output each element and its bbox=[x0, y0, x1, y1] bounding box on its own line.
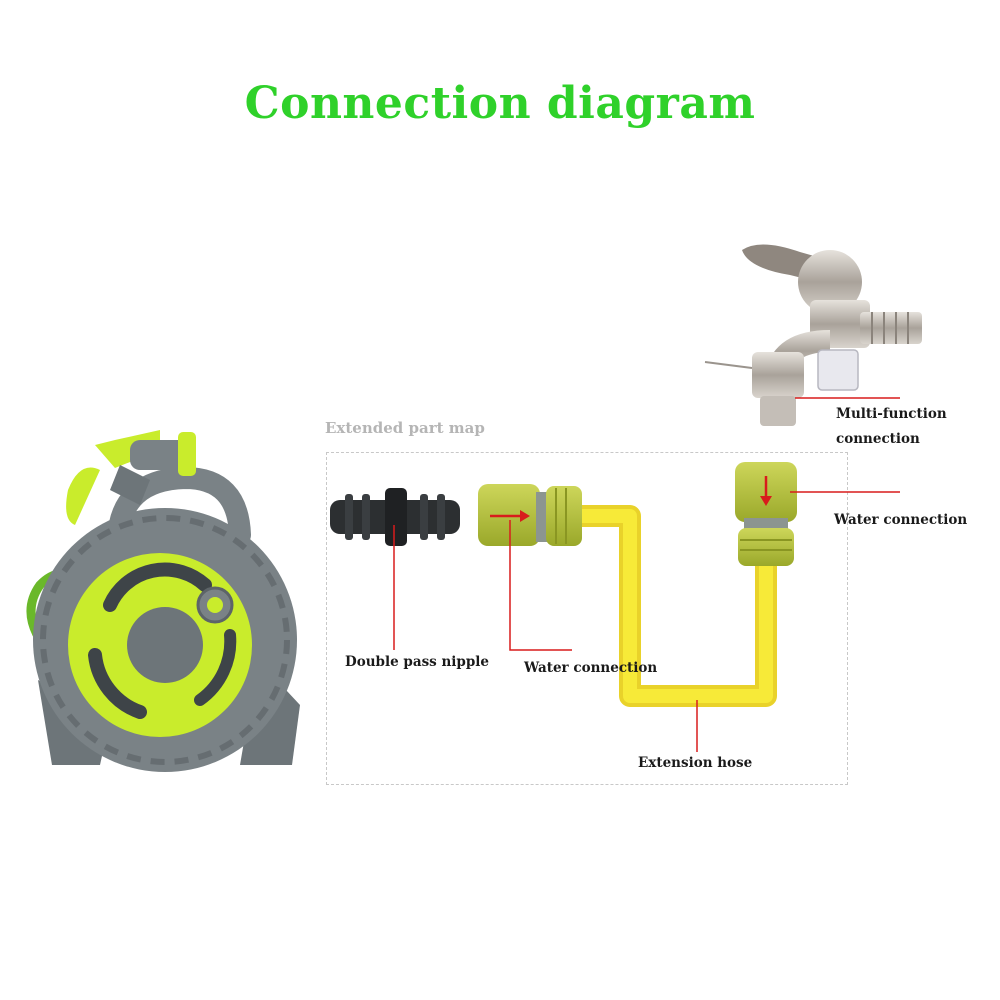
label-water-connection-right: Water connection bbox=[834, 512, 968, 528]
page-title: Connection diagram bbox=[244, 78, 756, 129]
double-nipple-icon bbox=[330, 488, 460, 546]
label-multi-function: Multi-function connection bbox=[836, 406, 947, 447]
extended-part-frame bbox=[326, 452, 848, 785]
label-water-connection-left: Water connection bbox=[524, 660, 658, 676]
label-double-pass-nipple: Double pass nipple bbox=[345, 654, 490, 670]
quick-connector-icon bbox=[478, 484, 582, 546]
leader-lines bbox=[393, 397, 900, 752]
hose-reel-icon bbox=[26, 466, 300, 772]
label-extension-hose: Extension hose bbox=[638, 755, 753, 771]
faucet-icon bbox=[704, 244, 922, 426]
extension-hose-icon bbox=[582, 505, 777, 707]
quick-connector-right-icon bbox=[735, 462, 797, 566]
extended-part-map-label: Extended part map bbox=[325, 419, 485, 437]
spray-gun-icon bbox=[66, 430, 196, 525]
